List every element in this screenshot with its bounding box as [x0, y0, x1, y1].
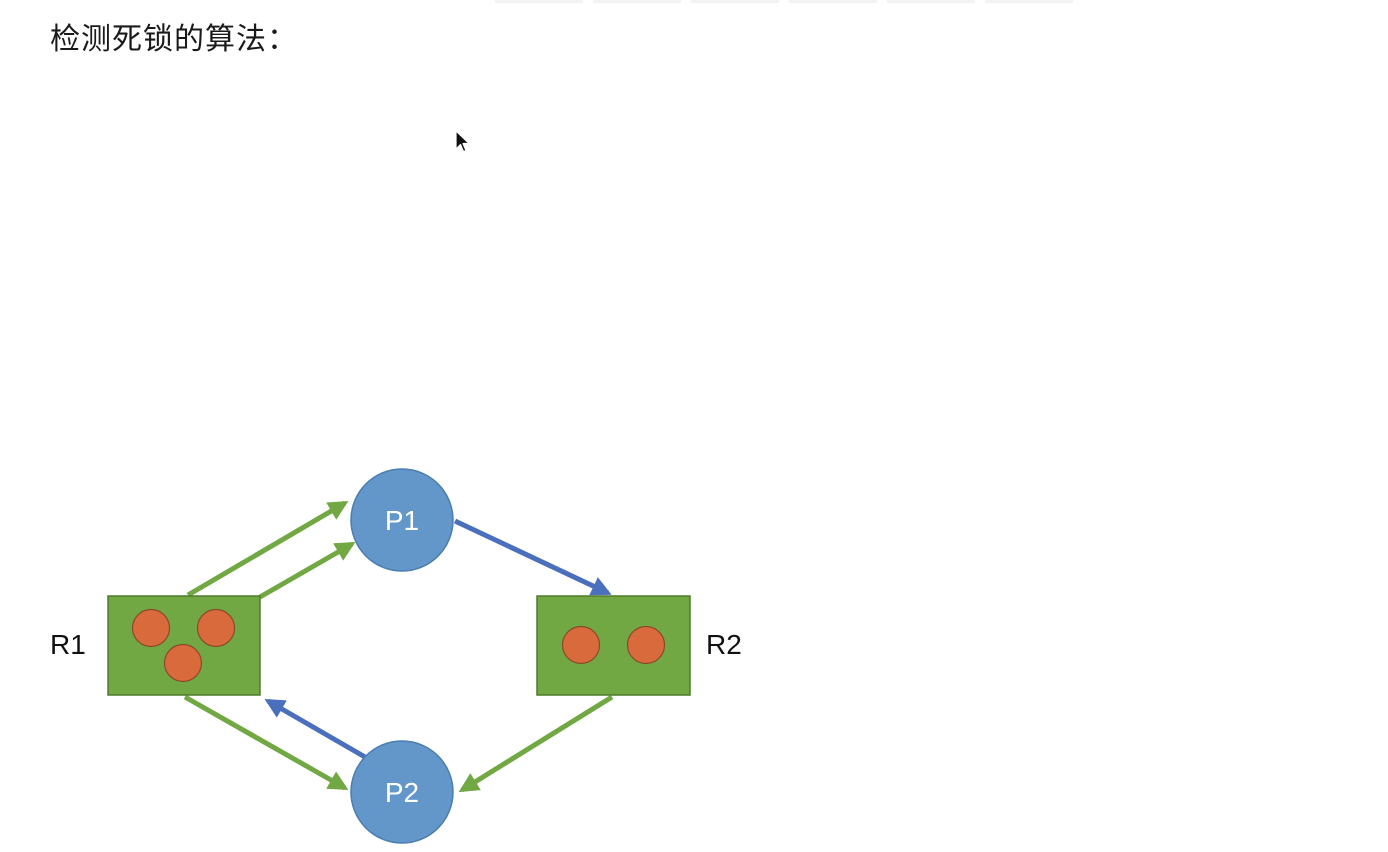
- top-tab-strip-segment: [593, 0, 681, 3]
- resource-r1-label: R1: [50, 629, 86, 660]
- process-p1-label: P1: [385, 505, 419, 536]
- resource-r2-label: R2: [706, 629, 742, 660]
- process-p1: P1: [350, 468, 454, 572]
- resource-instance: [163, 643, 203, 683]
- process-p1-node: [350, 468, 454, 572]
- edge-r1-to-p1-lower: [258, 541, 356, 600]
- top-tab-strip-segment: [691, 0, 779, 3]
- edge-r1-to-p2: [183, 694, 349, 791]
- top-tab-strip-segment: [789, 0, 877, 3]
- edge-r2-to-p2: [458, 694, 614, 793]
- edge-p2-to-r1: [264, 698, 367, 760]
- top-tab-strip-segment: [985, 0, 1073, 3]
- resource-instance: [196, 608, 236, 648]
- process-p2-label: P2: [385, 777, 419, 808]
- resource-r1: [107, 595, 261, 696]
- resource-r2: [536, 595, 691, 696]
- resource-r2-box: [536, 595, 691, 696]
- edge-p1-to-r2: [453, 518, 612, 596]
- page-title: 检测死锁的算法：: [50, 22, 298, 57]
- mouse-cursor-icon: [455, 130, 470, 153]
- edge-r1-to-p1-upper: [186, 500, 349, 598]
- resource-instance: [131, 608, 171, 648]
- top-tab-strip-segment: [887, 0, 975, 3]
- process-p2: P2: [350, 740, 454, 844]
- process-p2-node: [350, 740, 454, 844]
- resource-instance: [626, 625, 666, 665]
- top-tab-strip-segment: [495, 0, 583, 3]
- top-tab-strip: [495, 0, 1073, 3]
- resource-instance: [561, 625, 601, 665]
